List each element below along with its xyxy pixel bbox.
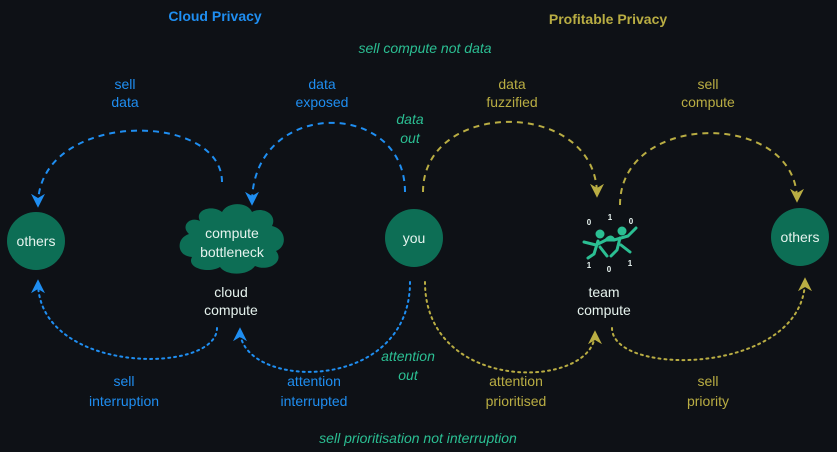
cloud-bubble-line2: bottleneck: [200, 244, 265, 260]
arrow-sell-interruption: [31, 279, 218, 360]
label-sell-data-1: sell: [114, 76, 135, 92]
label-attention-interrupted-1: attention: [287, 373, 341, 389]
node-others-right: others: [771, 208, 829, 266]
cloud-compute-label-1: cloud: [214, 284, 247, 300]
cloud-compute-label-2: compute: [204, 302, 258, 318]
label-attention-out-2: out: [398, 367, 419, 383]
team-compute-label-2: compute: [577, 302, 631, 318]
title-profitable-privacy: Profitable Privacy: [549, 11, 667, 27]
bit-4: 0: [607, 265, 612, 274]
node-you: you: [385, 209, 443, 267]
node-compute-bottleneck-cloud: compute bottleneck: [179, 204, 284, 274]
arrow-sell-priority: [611, 277, 812, 362]
arrow-attention-prioritised: [424, 281, 602, 374]
label-attention-out-1: attention: [381, 348, 435, 364]
label-data-out-1: data: [396, 111, 423, 127]
team-collaboration-icon: 0 1 0 1 0 1: [582, 213, 638, 274]
arrow-data-fuzzified: [422, 120, 604, 198]
bit-2: 0: [629, 217, 634, 226]
label-data-exposed-2: exposed: [296, 94, 349, 110]
bit-3: 1: [587, 261, 592, 270]
label-sell-interruption-1: sell: [113, 373, 134, 389]
caption-bottom: sell prioritisation not interruption: [319, 430, 517, 446]
cloud-bubble-line1: compute: [205, 225, 259, 241]
node-others-left: others: [7, 212, 65, 270]
label-data-out-2: out: [400, 130, 421, 146]
title-cloud-privacy: Cloud Privacy: [168, 8, 262, 24]
arrow-attention-interrupted: [233, 281, 411, 373]
label-data-exposed-1: data: [308, 76, 335, 92]
label-sell-compute-1: sell: [697, 76, 718, 92]
label-data-fuzzified-2: fuzzified: [486, 94, 537, 110]
label-sell-compute-2: compute: [681, 94, 735, 110]
arrow-sell-compute: [619, 132, 804, 206]
label-sell-data-2: data: [111, 94, 138, 110]
label-attention-prioritised-1: attention: [489, 373, 543, 389]
node-others-right-label: others: [781, 229, 820, 245]
bit-1: 1: [608, 213, 613, 222]
bit-5: 1: [628, 259, 633, 268]
bit-0: 0: [587, 218, 592, 227]
arrow-sell-data: [31, 129, 223, 208]
label-sell-interruption-2: interruption: [89, 393, 159, 409]
node-you-label: you: [403, 230, 426, 246]
node-others-left-label: others: [17, 233, 56, 249]
label-data-fuzzified-1: data: [498, 76, 525, 92]
arrow-data-exposed: [245, 121, 406, 206]
caption-top: sell compute not data: [358, 40, 491, 56]
cloud-shape: [179, 204, 284, 274]
label-attention-prioritised-2: prioritised: [486, 393, 547, 409]
label-sell-priority-1: sell: [697, 373, 718, 389]
label-sell-priority-2: priority: [687, 393, 729, 409]
label-attention-interrupted-2: interrupted: [281, 393, 348, 409]
team-compute-label-1: team: [588, 284, 619, 300]
